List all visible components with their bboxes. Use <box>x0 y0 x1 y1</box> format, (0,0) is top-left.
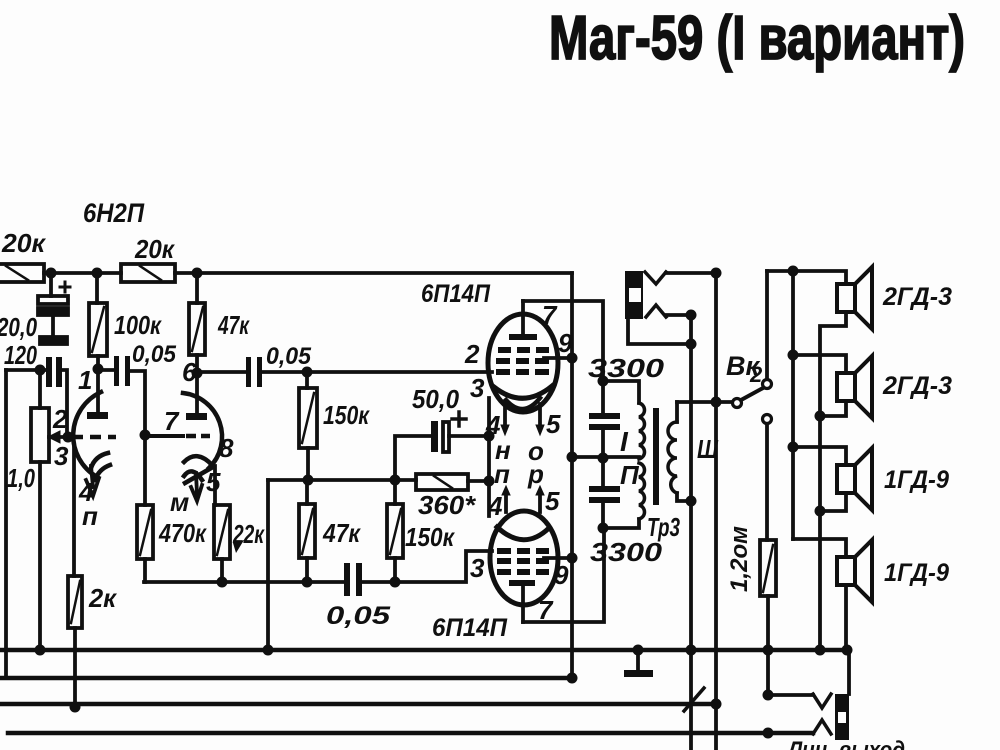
svg-text:3300: 3300 <box>590 537 663 567</box>
svg-text:3: 3 <box>470 553 485 583</box>
svg-text:п: п <box>82 501 98 531</box>
svg-text:1ГД-9: 1ГД-9 <box>884 559 949 587</box>
svg-text:4: 4 <box>78 477 94 507</box>
svg-text:20,0: 20,0 <box>0 312 37 342</box>
svg-text:3300: 3300 <box>588 353 665 383</box>
svg-text:7: 7 <box>164 406 180 436</box>
svg-text:6П14П: 6П14П <box>432 614 508 642</box>
svg-text:Лин. выход: Лин. выход <box>786 737 905 750</box>
svg-text:6Н2П: 6Н2П <box>83 198 145 228</box>
svg-text:7: 7 <box>542 300 558 330</box>
svg-text:0,05: 0,05 <box>266 343 312 370</box>
svg-text:Ш: Ш <box>697 434 718 464</box>
svg-text:47к: 47к <box>322 518 361 548</box>
svg-text:150к: 150к <box>405 522 456 552</box>
svg-text:2ГД-3: 2ГД-3 <box>882 283 952 311</box>
svg-text:3: 3 <box>54 441 69 471</box>
svg-text:0,05: 0,05 <box>326 602 391 630</box>
svg-text:100к: 100к <box>114 310 163 340</box>
svg-text:9: 9 <box>558 328 573 358</box>
svg-text:7: 7 <box>538 595 554 625</box>
svg-text:4: 4 <box>487 491 503 521</box>
svg-text:8: 8 <box>219 433 234 463</box>
svg-text:22к: 22к <box>232 519 265 549</box>
svg-text:4: 4 <box>485 410 501 440</box>
svg-text:м: м <box>170 487 189 517</box>
svg-text:о: о <box>528 436 544 466</box>
svg-text:1: 1 <box>78 365 92 395</box>
svg-text:1ГД-9: 1ГД-9 <box>884 466 949 494</box>
svg-text:Маг-59 (I вариант): Маг-59 (I вариант) <box>549 4 965 73</box>
svg-text:1,2ом: 1,2ом <box>726 526 753 592</box>
svg-text:3: 3 <box>470 373 485 403</box>
svg-text:9: 9 <box>554 560 569 590</box>
svg-text:н: н <box>495 435 511 465</box>
svg-text:2: 2 <box>749 362 763 387</box>
svg-text:1,0: 1,0 <box>7 463 35 493</box>
svg-text:47к: 47к <box>217 310 250 340</box>
svg-text:2к: 2к <box>88 583 118 613</box>
svg-text:20к: 20к <box>1 228 47 258</box>
svg-text:5: 5 <box>206 467 221 497</box>
svg-text:150к: 150к <box>323 400 370 430</box>
svg-text:120: 120 <box>4 340 37 370</box>
svg-text:6: 6 <box>182 357 197 387</box>
svg-text:П: П <box>620 460 640 490</box>
svg-text:0,05: 0,05 <box>132 341 177 368</box>
svg-text:470к: 470к <box>158 518 207 548</box>
svg-text:2: 2 <box>464 339 480 369</box>
svg-text:Вк: Вк <box>726 351 760 381</box>
svg-text:50,0: 50,0 <box>412 384 459 414</box>
svg-text:5: 5 <box>546 409 561 439</box>
svg-text:I: I <box>620 426 629 457</box>
svg-text:р: р <box>527 459 544 489</box>
svg-text:6П14П: 6П14П <box>421 280 491 308</box>
svg-text:Тр3: Тр3 <box>647 512 680 542</box>
svg-text:2ГД-3: 2ГД-3 <box>882 372 952 400</box>
svg-text:360*: 360* <box>418 490 477 520</box>
svg-text:5: 5 <box>545 486 560 516</box>
svg-text:2: 2 <box>52 404 68 434</box>
svg-text:20к: 20к <box>134 234 176 264</box>
svg-text:п: п <box>494 459 510 489</box>
